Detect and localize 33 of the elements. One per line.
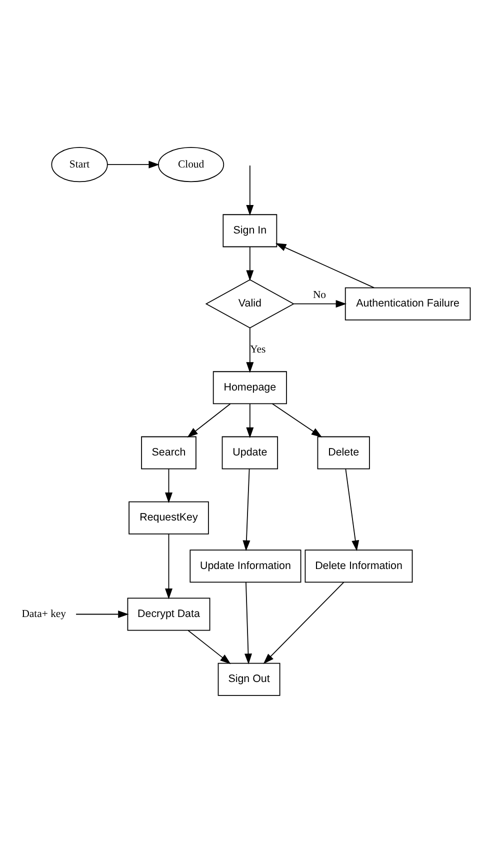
node-diamond: Valid xyxy=(205,278,295,328)
node-text: Data+ key xyxy=(22,608,66,620)
node-box: Homepage xyxy=(212,370,287,404)
arrow xyxy=(272,402,322,437)
arrow xyxy=(246,246,254,280)
node-box: Search xyxy=(141,436,196,469)
arrow xyxy=(165,533,172,599)
edge-label: No xyxy=(312,288,326,301)
arrow xyxy=(165,468,172,503)
arrow xyxy=(246,327,254,372)
arrow xyxy=(246,402,254,438)
arrow xyxy=(242,468,250,551)
node-box: Update Information xyxy=(190,549,302,582)
node-box: RequestKey xyxy=(128,500,209,534)
arrow xyxy=(263,581,344,664)
node-box: Decrypt Data xyxy=(127,597,210,630)
node-box: Sign Out xyxy=(218,662,280,696)
arrow xyxy=(76,610,129,618)
arrow xyxy=(188,630,231,664)
node-box: Sign In xyxy=(222,214,278,247)
arrow xyxy=(106,160,160,168)
arrow xyxy=(345,468,360,551)
arrow xyxy=(275,242,374,288)
node-box: Delete xyxy=(317,436,370,469)
node-box: Authentication Failure xyxy=(344,286,471,320)
node-box: Delete Information xyxy=(304,549,413,582)
node-box: Update xyxy=(222,436,278,469)
arrow xyxy=(246,164,254,216)
arrow xyxy=(187,402,231,438)
arrow xyxy=(244,581,252,664)
node-ellipse: Start xyxy=(51,146,108,182)
arrow xyxy=(293,300,347,308)
node-ellipse: Cloud xyxy=(158,146,224,182)
